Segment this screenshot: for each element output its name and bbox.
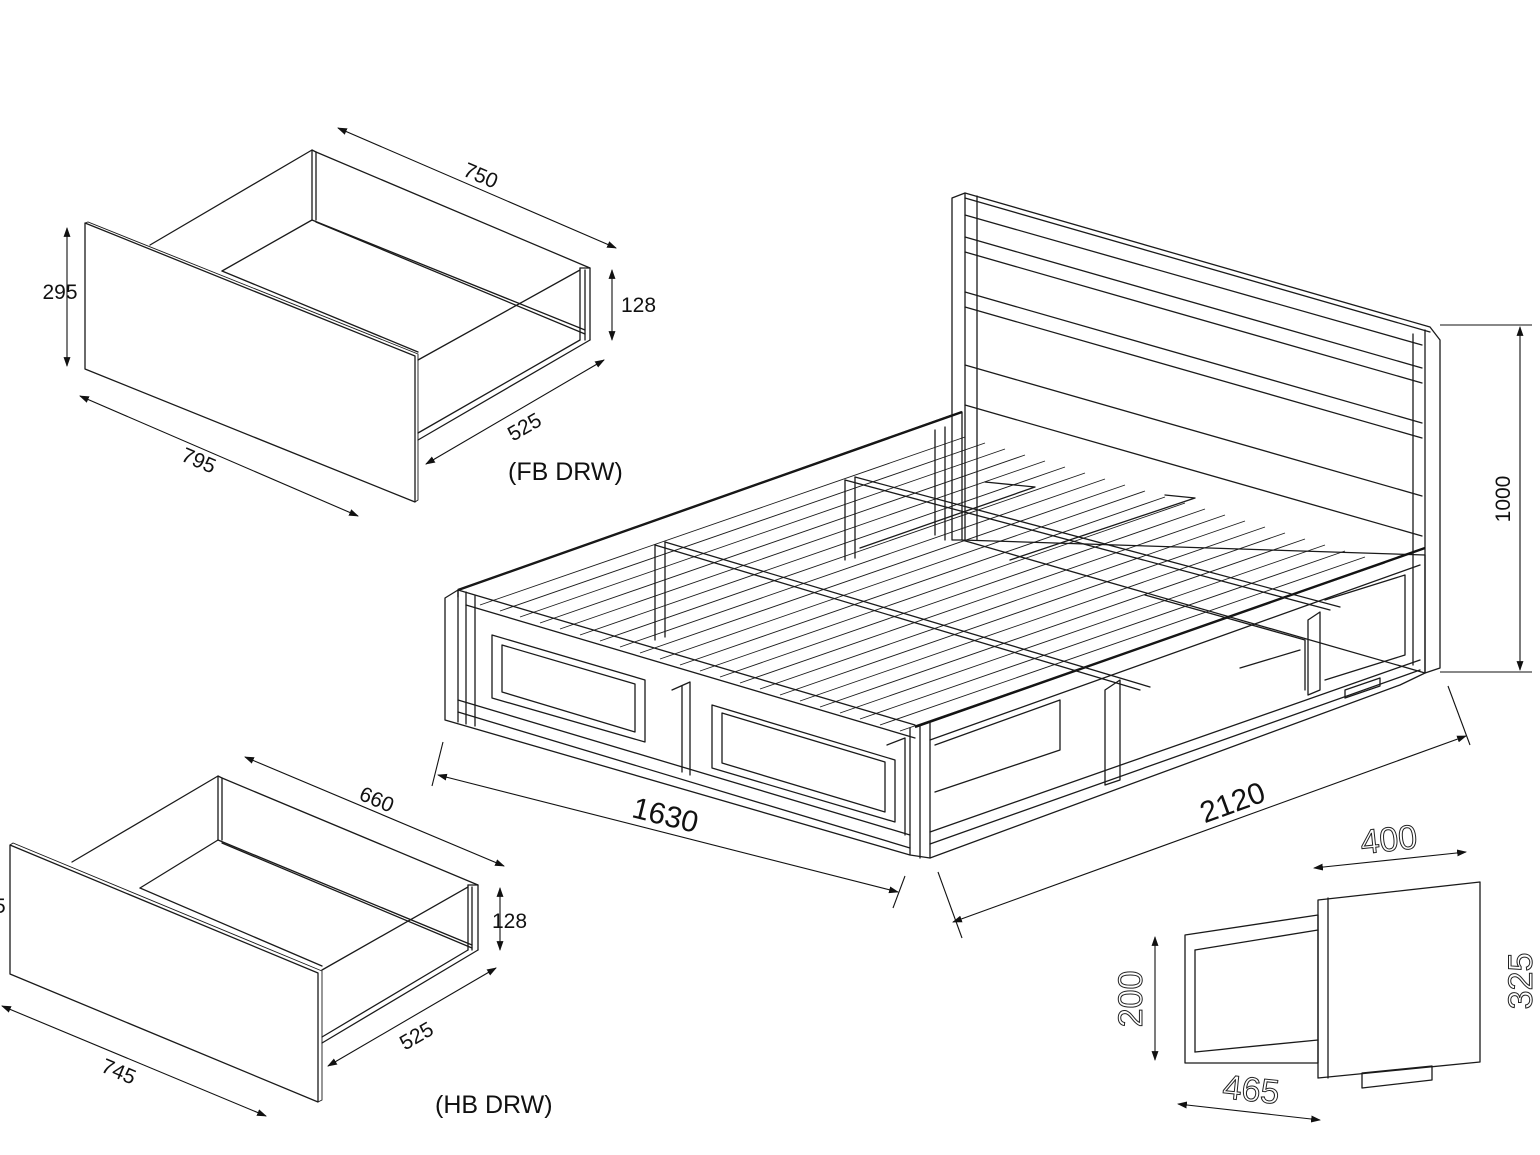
hb-drawer-caption: (HB DRW)	[435, 1091, 553, 1119]
nightstand: 400 325 200 465	[1112, 818, 1540, 1123]
fb-dim-width: 750	[460, 159, 501, 194]
fb-dim-inner-height: 128	[621, 294, 656, 317]
bed-dim-length: 2120	[1196, 776, 1270, 830]
fb-drawer-caption: (FB DRW)	[508, 458, 623, 486]
fb-dim-height: 295	[42, 281, 77, 304]
hb-dim-inner-height: 128	[492, 910, 527, 933]
hb-drawer: 660 128 5 525 745 (HB DRW)	[0, 756, 553, 1119]
fb-dim-front-length: 795	[178, 444, 219, 479]
hb-dim-height-partial: 5	[0, 895, 6, 918]
bed-dim-headboard-height: 1000	[1492, 476, 1515, 523]
ns-dim-height: 325	[1502, 953, 1540, 1010]
ns-dim-width: 465	[1221, 1068, 1281, 1112]
ns-dim-opening-height: 200	[1112, 971, 1150, 1028]
fb-drawer: 750 295 128 525 795 (FB DRW)	[42, 127, 656, 517]
bed-dim-width: 1630	[629, 792, 702, 840]
hb-dim-width: 660	[356, 783, 397, 818]
ns-dim-depth: 400	[1359, 818, 1419, 862]
bed-wireframe	[444, 192, 1441, 859]
hb-dim-front-length: 745	[98, 1055, 139, 1090]
bed-slats	[479, 436, 1386, 732]
